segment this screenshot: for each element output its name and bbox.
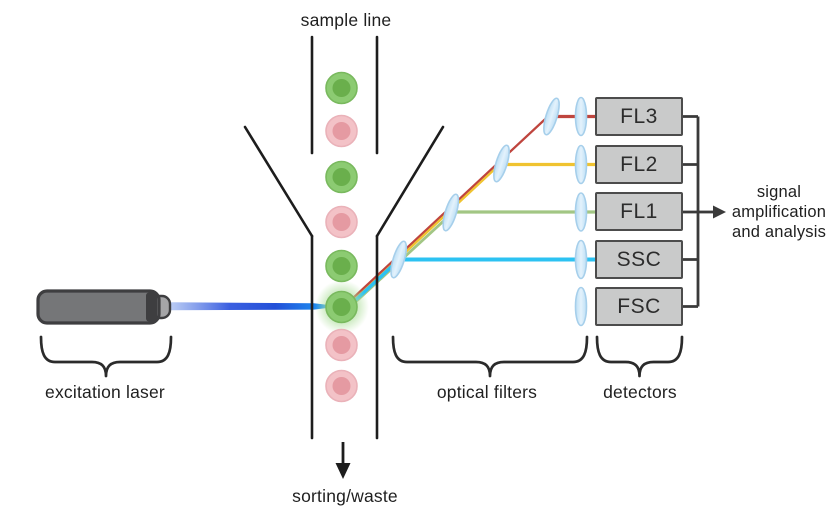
filter-lens-ssc [390, 240, 408, 279]
cell-pink [325, 114, 358, 148]
laser-body [36, 289, 161, 325]
detector-output-bracket [683, 115, 714, 308]
laser-body-band [146, 292, 157, 322]
collection-lens-fl2 [574, 144, 588, 185]
braces [39, 335, 684, 378]
cells [325, 71, 358, 403]
cell-green [325, 249, 358, 283]
detector-beams [357, 114, 596, 308]
laser-beam [170, 302, 340, 311]
cell-pink [325, 205, 358, 239]
collection-lens-ssc [574, 239, 588, 280]
signal-analysis-label: signal amplification and analysis [731, 183, 827, 241]
collection-lens-fsc [574, 286, 588, 327]
cell-green [325, 71, 358, 105]
funnel-wall-left [243, 125, 314, 238]
excitation-laser-brace [39, 335, 173, 378]
filter-lens-fl2 [493, 144, 510, 183]
sorting-waste-label: sorting/waste [292, 486, 398, 506]
excitation-laser-device [36, 289, 172, 325]
excitation-laser-label: excitation laser [45, 382, 165, 402]
analysis-arrowhead [713, 205, 726, 219]
detectors-label: detectors [603, 382, 677, 402]
sorting-arrow [335, 442, 351, 479]
cell-pink [325, 328, 358, 362]
cell-pink [325, 369, 358, 403]
filter-lens-fl1 [442, 193, 460, 232]
collection-lens-fl3 [574, 96, 588, 137]
filter-lens-fl3 [543, 97, 560, 136]
optical-filters-brace [391, 335, 589, 378]
detector-box-fl2: FL2 [595, 145, 683, 184]
optical-filters-label: optical filters [436, 382, 538, 402]
cell-green-interrogated [325, 290, 358, 324]
detector-box-ssc: SSC [595, 240, 683, 279]
detector-box-fl1: FL1 [595, 192, 683, 231]
flow-chamber-walls [243, 35, 445, 440]
cell-green [325, 160, 358, 194]
detectors-brace [595, 335, 684, 378]
collection-lens-fl1 [574, 192, 588, 232]
sample-line-label: sample line [300, 10, 392, 30]
optical-filters-lenses [390, 96, 588, 327]
detector-box-fl3: FL3 [595, 97, 683, 136]
funnel-wall-right [375, 125, 445, 238]
detector-box-fsc: FSC [595, 287, 683, 326]
